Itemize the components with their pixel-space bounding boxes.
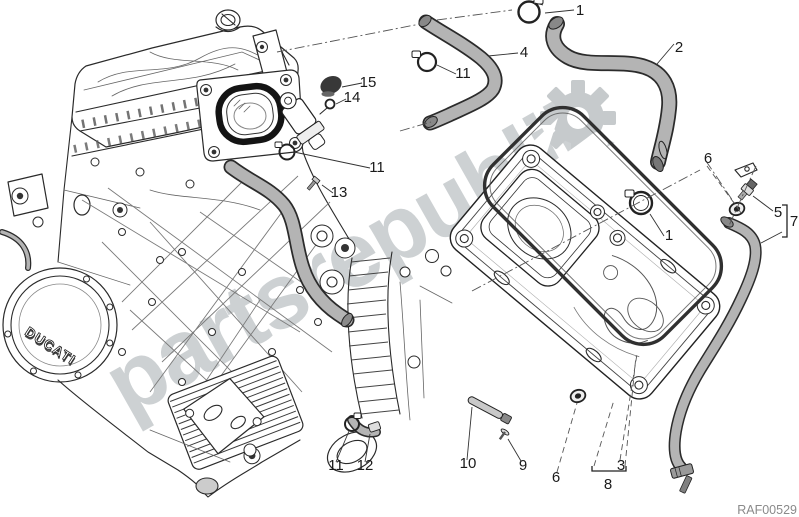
grommet-6-upper [728,201,746,217]
callout-11-bottom: 11 [328,457,344,474]
clamp-11-top-left [411,50,438,73]
bracket-8 [591,466,627,472]
hose-7 [668,216,762,494]
crankcase-lines [81,175,334,421]
callout-9: 9 [519,457,527,474]
intake-flange [196,69,304,162]
center-lines [276,9,757,292]
clamp-1-middle [624,189,654,216]
callout-15: 15 [360,74,377,91]
callout-12: 12 [357,457,374,474]
bolt-13 [306,175,321,191]
callout-8: 8 [604,476,612,493]
callout-1-top: 1 [576,2,584,19]
callout-4: 4 [520,44,528,61]
union-fitting-12 [367,421,382,433]
leader-lines [293,9,788,473]
callout-6-upper: 6 [704,150,712,167]
filler-cap [215,9,241,33]
rubber-cap-15 [320,76,342,94]
callout-3: 3 [617,457,625,474]
clamp-1-top [517,0,544,24]
clutch-cover: DUCATI DUCATI [2,267,118,383]
callout-11-mid: 11 [369,159,385,176]
callout-10: 10 [460,455,477,472]
callout-7: 7 [790,213,798,230]
purge-valve-assembly [274,76,342,191]
callout-6-lower: 6 [552,469,560,486]
hose-7-collar [670,463,694,479]
callout-1-middle: 1 [665,227,673,244]
callout-14: 14 [344,89,361,106]
airbox-gasket [482,105,724,347]
bracket-7 [782,204,788,238]
callout-2: 2 [675,39,683,56]
callout-5: 5 [774,204,782,221]
airbox-cover [449,144,721,400]
callout-13: 13 [331,184,348,201]
intake-seal-ring [215,82,285,146]
callout-11-topleft: 11 [455,65,471,82]
part-code: RAF00529 [737,503,797,517]
hose-2 [545,16,678,172]
screw-9 [498,428,510,441]
clamp-lower [344,412,362,432]
dowel-pin-10 [467,396,512,425]
lower-union [344,412,382,438]
engine-illustration: DUCATI DUCATI [0,9,519,498]
engine-breather-hose [223,159,355,328]
cam-belt [319,237,401,419]
callouts: 1 2 4 11 15 14 11 13 1 6 5 7 11 12 10 9 … [328,2,798,493]
hose-7-nipple [679,475,693,494]
grommet-6-lower [569,388,587,404]
banjo-fitting-14 [324,98,336,110]
